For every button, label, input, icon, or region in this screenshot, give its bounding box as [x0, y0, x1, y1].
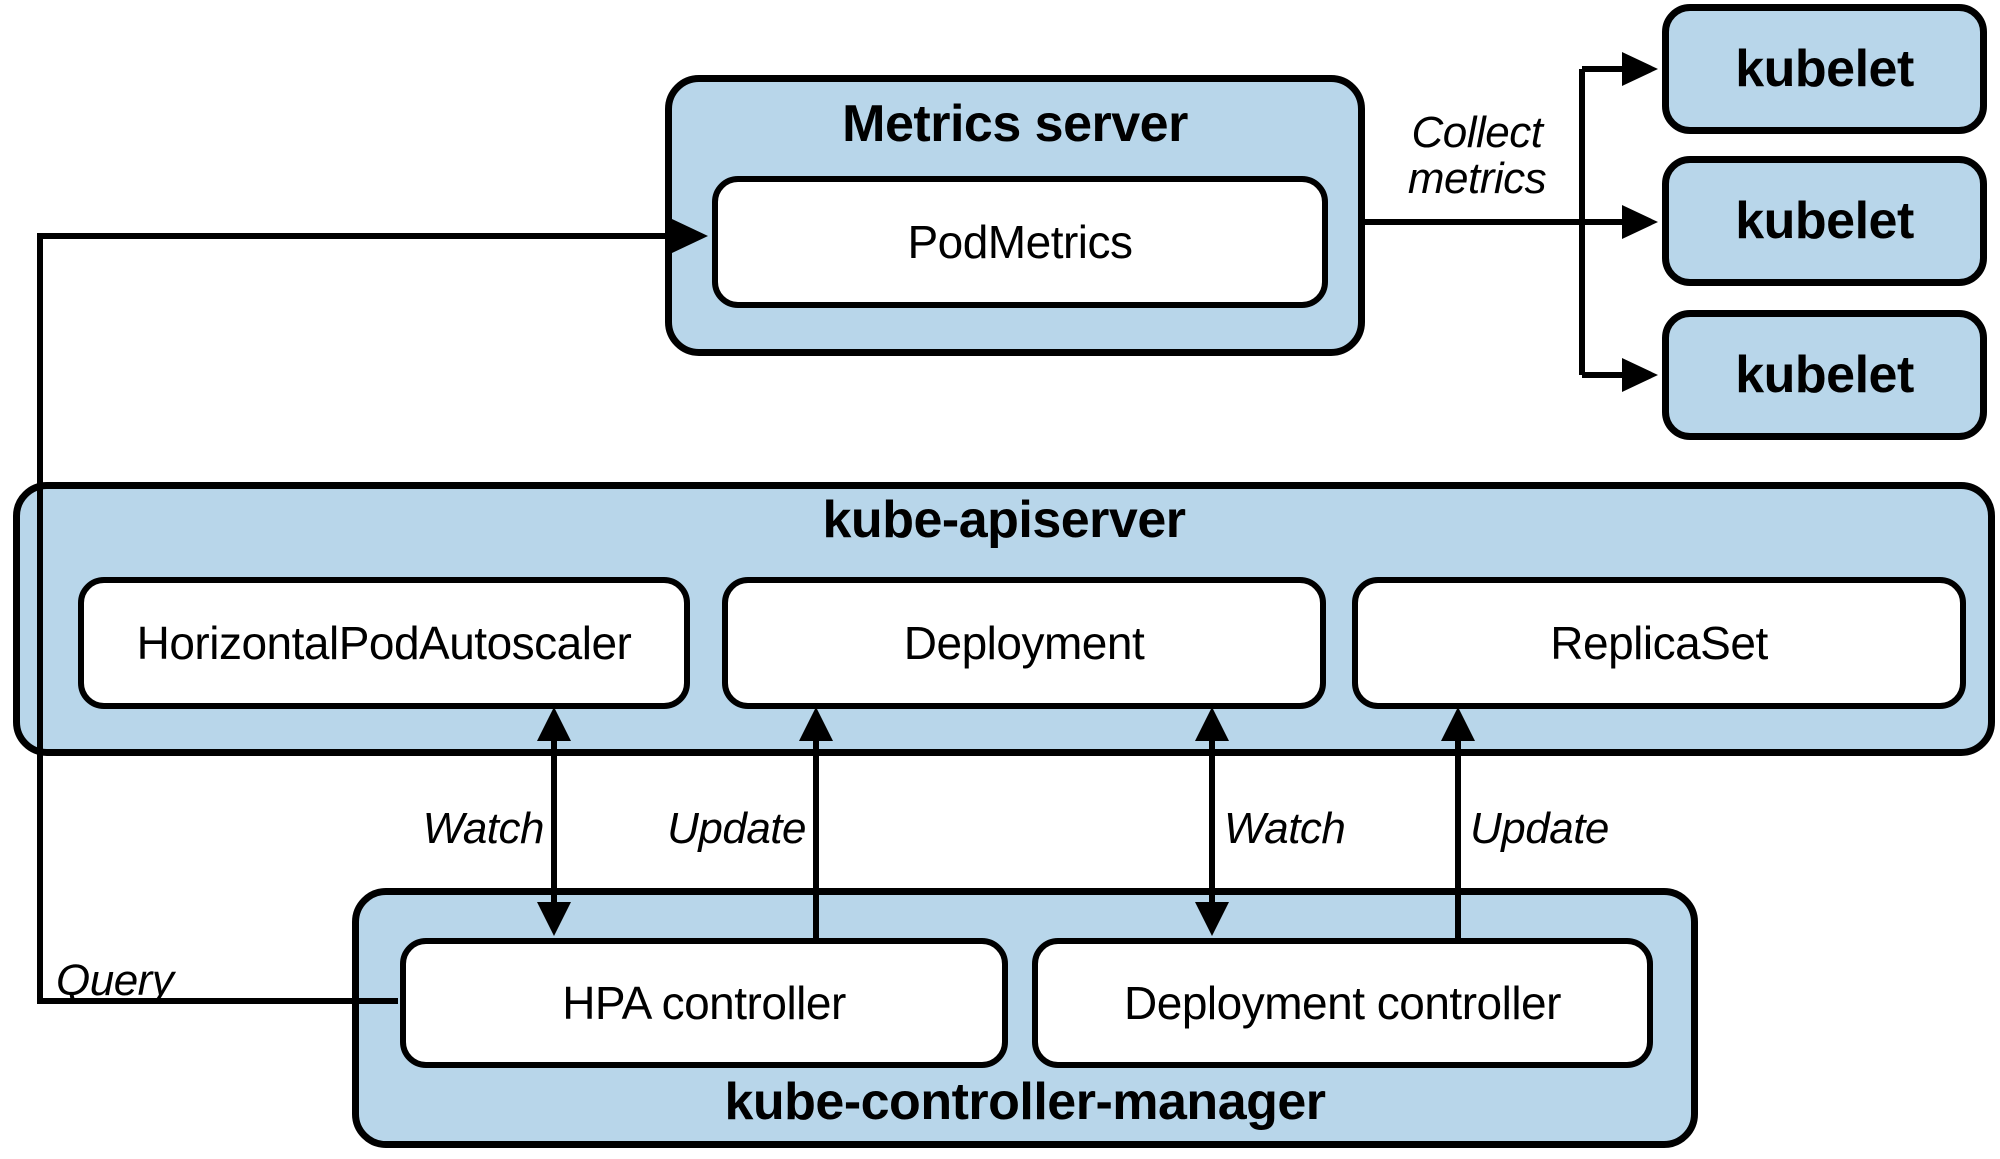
- update-replicaset-label: Update: [1470, 804, 1609, 853]
- collect-metrics-label-line1: Collect: [1411, 108, 1544, 157]
- deployment-controller-node: Deployment controller: [1032, 938, 1653, 1068]
- deployment-node: Deployment: [722, 577, 1326, 709]
- kubelet-node-3: kubelet: [1662, 310, 1987, 440]
- collect-metrics-connector: [1365, 52, 1658, 392]
- kubelet-node-2: kubelet: [1662, 156, 1987, 286]
- collect-metrics-label: Collect metrics: [1367, 110, 1587, 202]
- update-deployment-label: Update: [667, 804, 806, 853]
- horizontalpodautoscaler-node: HorizontalPodAutoscaler: [78, 577, 690, 709]
- kubelet-node-1: kubelet: [1662, 4, 1987, 134]
- kube-apiserver-title: kube-apiserver: [822, 491, 1186, 549]
- kube-controller-manager-title: kube-controller-manager: [724, 1073, 1326, 1131]
- metrics-server-title: Metrics server: [842, 95, 1188, 153]
- watch-hpa-label: Watch: [422, 804, 545, 853]
- query-label: Query: [56, 956, 174, 1005]
- watch-deployment-label: Watch: [1224, 804, 1346, 853]
- replicaset-node: ReplicaSet: [1352, 577, 1966, 709]
- collect-metrics-label-line2: metrics: [1407, 154, 1547, 203]
- hpa-controller-node: HPA controller: [400, 938, 1008, 1068]
- podmetrics-node: PodMetrics: [712, 176, 1328, 308]
